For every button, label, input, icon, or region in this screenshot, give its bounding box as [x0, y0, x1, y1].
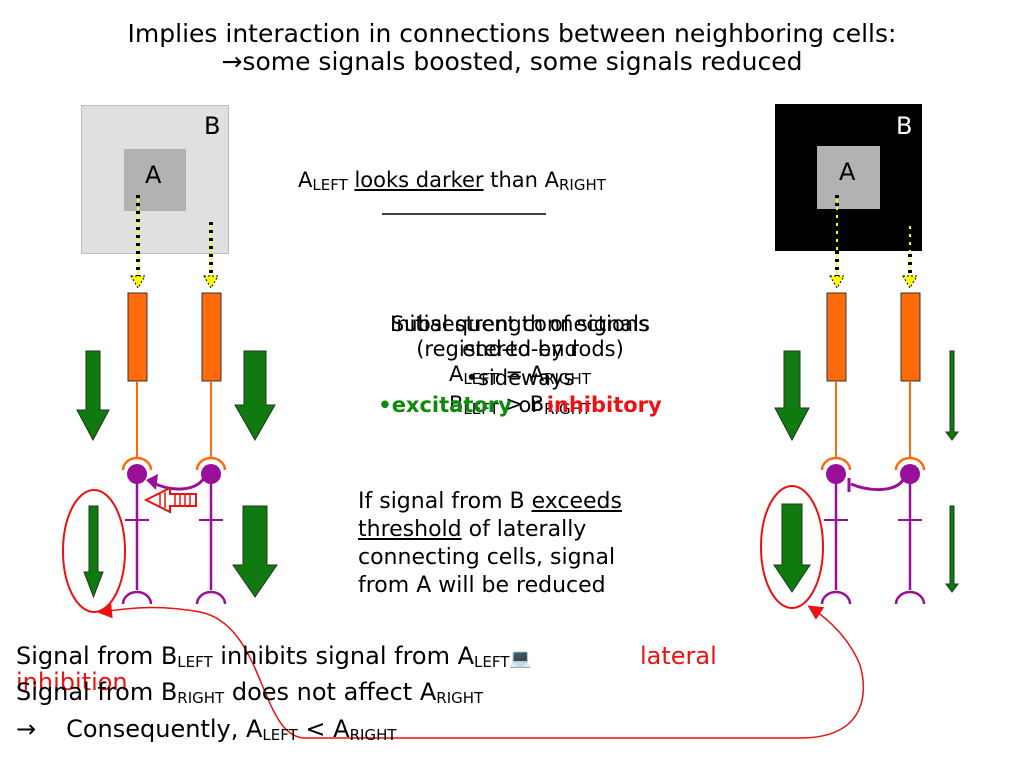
- right-b-label: B: [896, 112, 913, 140]
- or-label: or: [511, 393, 547, 417]
- sub-line-3: •sideways: [465, 366, 575, 390]
- lateral-label: lateral: [640, 642, 717, 670]
- connection-types: •excitatory or inhibitory: [320, 393, 720, 418]
- eq-a-left: A: [449, 362, 464, 386]
- left-b-label: B: [204, 112, 221, 140]
- left-rods: [127, 292, 222, 458]
- perception-statement: ALEFT looks darker than ARIGHT: [298, 168, 606, 194]
- eq-b: BLEFT > BRIGHT: [320, 392, 720, 422]
- eq-a-left-sub: LEFT: [463, 370, 499, 388]
- red-connector-right: [440, 605, 865, 739]
- initial-strength-block: Initial strength of signals (registered …: [320, 312, 720, 422]
- note-exceeds: exceeds: [531, 489, 622, 514]
- left-dotted-signals: [130, 195, 219, 289]
- b3-a: Consequently, A: [66, 715, 263, 743]
- computer-icon: 💻: [509, 648, 532, 669]
- sub-line-1: Subsequent connections: [390, 312, 650, 336]
- inhibition-label: inhibition: [16, 668, 128, 696]
- note-line-1: If signal from B exceeds: [358, 488, 698, 516]
- note-line-3: connecting cells, signal: [358, 545, 616, 570]
- b1-sub1: LEFT: [177, 653, 213, 671]
- right-stimulus-surround: B A: [775, 104, 922, 251]
- eq-b-left: B: [448, 392, 464, 416]
- note-line-4: from A will be reduced: [358, 573, 606, 598]
- right-dotted-signals: [829, 195, 918, 289]
- perception-than: than A: [490, 168, 559, 192]
- title-line-2: →some signals boosted, some signals redu…: [0, 48, 1024, 76]
- b3-arrow: →: [16, 715, 37, 743]
- red-connector-left: [97, 603, 440, 739]
- right-rods: [826, 292, 921, 458]
- left-stimulus-center: A: [124, 149, 186, 211]
- initial-line-2: (registered by rods): [416, 337, 624, 361]
- eq-b-right-sub: RIGHT: [544, 400, 592, 418]
- eq-greater: > B: [498, 392, 545, 416]
- inhibitory-label: inhibitory: [546, 393, 662, 417]
- eq-a: ALEFT = ARIGHT: [320, 362, 720, 392]
- note-p2: of laterally: [461, 517, 587, 542]
- b2-a: Signal from B: [16, 678, 178, 706]
- bullet: •: [378, 393, 392, 417]
- right-highlight-ellipse: [760, 485, 824, 609]
- left-neurons: [121, 464, 227, 605]
- eq-equals: = A: [498, 362, 545, 386]
- b1-a: Signal from B: [16, 642, 178, 670]
- right-neurons: [820, 464, 926, 605]
- threshold-note: If signal from B exceeds threshold of la…: [358, 488, 698, 600]
- b2-sub2: RIGHT: [436, 689, 484, 707]
- title-line-2-text: some signals boosted, some signals reduc…: [242, 47, 803, 76]
- perception-a: A: [298, 168, 313, 192]
- b1-sub2: LEFT: [474, 653, 510, 671]
- perception-left-sub: LEFT: [312, 176, 348, 194]
- left-stimulus-surround: B A: [81, 105, 229, 254]
- b1-b: inhibits signal from A: [212, 642, 475, 670]
- eq-b-left-sub: LEFT: [463, 400, 499, 418]
- note-line-2: threshold of laterally: [358, 516, 698, 544]
- left-a-label: A: [145, 161, 162, 189]
- arrow-symbol: →: [221, 47, 243, 76]
- excitatory-label: excitatory: [391, 393, 512, 417]
- perception-right-sub: RIGHT: [559, 176, 606, 194]
- title-line-1: Implies interaction in connections betwe…: [127, 19, 897, 48]
- b3-lt: < A: [297, 715, 350, 743]
- b2-b: does not affect A: [224, 678, 437, 706]
- left-highlight-ellipse: [62, 489, 126, 613]
- sub-line-2: end-to-end: [462, 337, 578, 361]
- inhibition-arrow: [143, 486, 197, 514]
- note-p1: If signal from B: [358, 489, 532, 514]
- bottom-line-2: Signal from BRIGHT does not affect ARIGH…: [16, 678, 483, 712]
- subsequent-connections-block: Subsequent connections end-to-end •sidew…: [320, 312, 720, 418]
- b2-sub1: RIGHT: [177, 689, 225, 707]
- green-signal-arrows: [76, 350, 959, 599]
- synapse-caps: [121, 456, 926, 471]
- bottom-line-1: Signal from BLEFT inhibits signal from A…: [16, 642, 532, 676]
- initial-line-1: Initial strength of signals: [390, 312, 650, 336]
- note-threshold: threshold: [358, 517, 462, 542]
- right-a-label: A: [839, 158, 856, 186]
- right-stimulus-center: A: [817, 146, 880, 209]
- bottom-line-3: → Consequently, ALEFT < ARIGHT: [16, 715, 397, 749]
- eq-a-right-sub: RIGHT: [544, 370, 591, 388]
- perception-phrase: looks darker: [354, 168, 484, 192]
- b3-sub1: LEFT: [262, 726, 298, 744]
- b3-sub2: RIGHT: [349, 726, 397, 744]
